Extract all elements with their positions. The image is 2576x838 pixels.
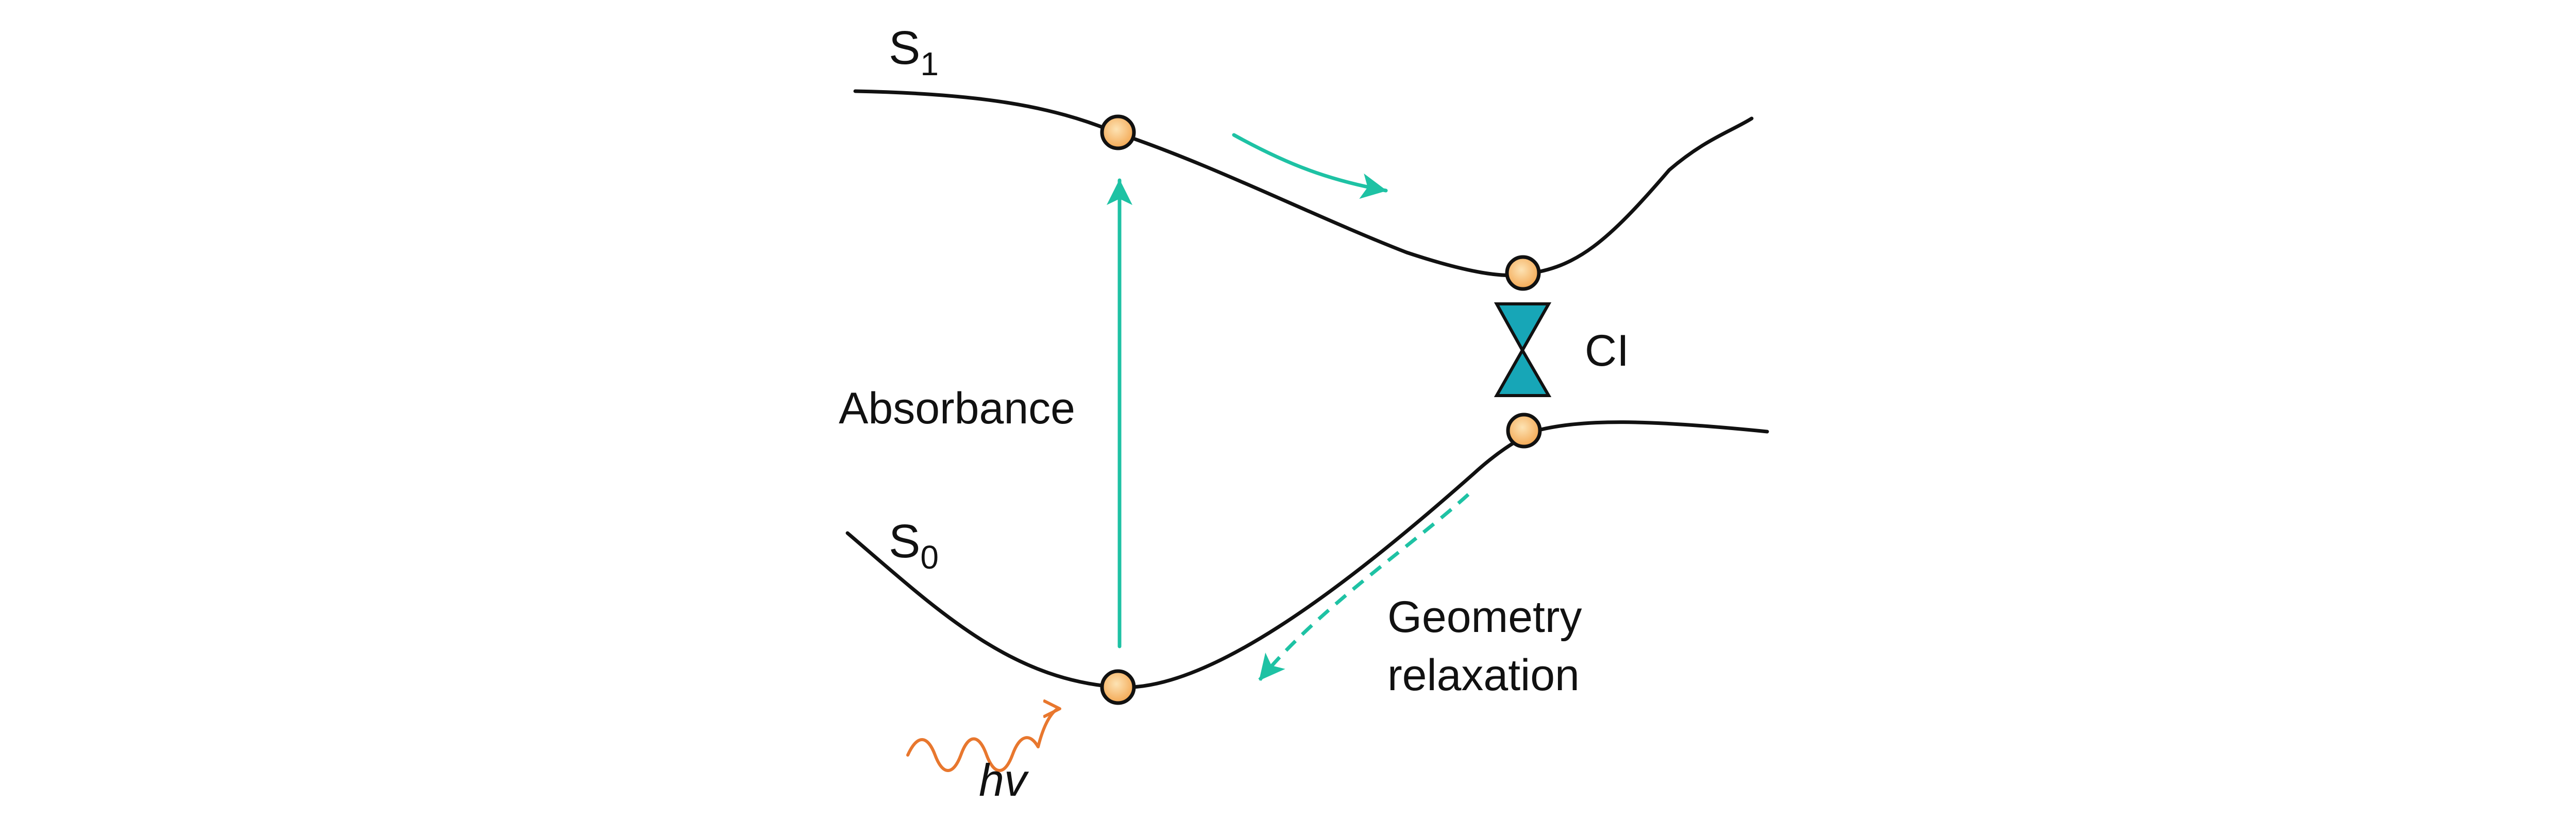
absorbance-label: Absorbance — [839, 384, 1075, 433]
circle-node-icon — [1505, 255, 1541, 291]
s1-curve — [853, 89, 1754, 278]
s1-label: S1 — [889, 22, 939, 82]
circle-node-icon — [1100, 114, 1136, 150]
photon-energy-label: hv — [979, 755, 1029, 806]
s1-descent-arrow — [1232, 133, 1388, 199]
double-cone-icon — [1494, 302, 1552, 397]
geometry-relaxation-label: Geometry relaxation — [1387, 592, 1594, 700]
s0-curve — [845, 420, 1769, 689]
ci-label: CI — [1585, 326, 1629, 375]
s0-label: S0 — [889, 515, 939, 576]
circle-node-icon — [1100, 669, 1136, 705]
geometry-relaxation-arrow — [1258, 493, 1470, 681]
circle-node-icon — [1506, 413, 1542, 449]
wavy-arrow-icon — [906, 709, 1059, 772]
